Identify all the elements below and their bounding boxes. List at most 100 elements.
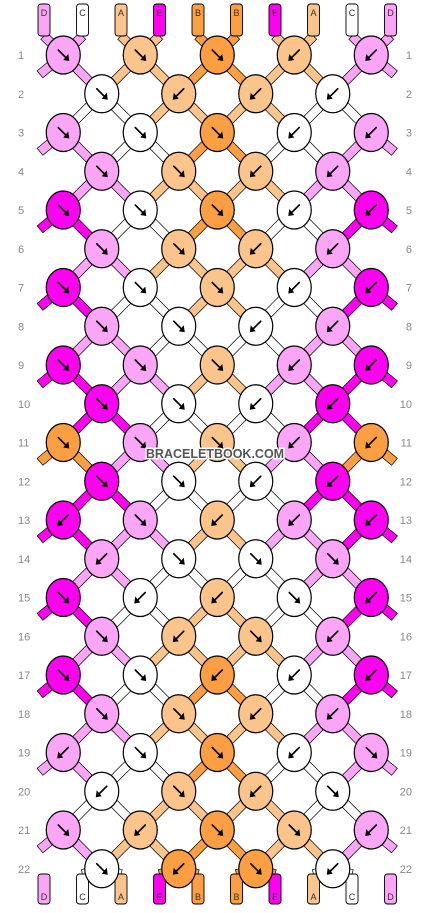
- knot: [276, 500, 312, 540]
- row-number-left: 8: [18, 321, 24, 333]
- arrow-head: [365, 829, 372, 836]
- knot: [84, 771, 120, 811]
- knot: [84, 151, 120, 191]
- knot: [238, 461, 274, 501]
- knot: [353, 422, 389, 463]
- arrow-head: [211, 596, 218, 604]
- string-letter: E: [156, 892, 162, 902]
- knot: [45, 190, 81, 230]
- arrow-head: [217, 131, 224, 139]
- knot: [315, 229, 351, 269]
- row-number-right: 1: [406, 50, 412, 62]
- knot: [276, 655, 312, 695]
- arrow-head: [101, 867, 108, 875]
- arrow-head: [365, 131, 372, 139]
- row-number-left: 3: [18, 128, 24, 140]
- knot: [161, 694, 197, 734]
- arrow-head: [326, 867, 333, 875]
- arrow-head: [294, 829, 301, 836]
- arrow-head: [211, 674, 218, 681]
- row-number-left: 6: [18, 244, 24, 256]
- row-number-right: 3: [406, 128, 412, 140]
- knot: [122, 35, 158, 75]
- bottom-string-4: B: [191, 873, 205, 905]
- arrow-head: [63, 54, 70, 61]
- bottom-string-9: D: [384, 873, 397, 905]
- arrow-head: [217, 286, 224, 294]
- arrow-head: [140, 364, 147, 371]
- arrow-head: [63, 674, 70, 681]
- arrow-head: [288, 131, 295, 139]
- knot: [45, 422, 81, 463]
- knot: [199, 112, 235, 153]
- knot: [238, 306, 274, 346]
- arrow-head: [326, 325, 333, 333]
- knot: [84, 74, 120, 114]
- arrow-head: [101, 635, 108, 643]
- knot: [353, 267, 389, 308]
- arrow-head: [217, 751, 224, 759]
- row-number-right: 21: [400, 825, 412, 837]
- site-watermark: BRACELETBOOK.COM: [146, 447, 284, 461]
- knot: [161, 771, 197, 811]
- arrow-head: [332, 790, 339, 798]
- row-number-right: 2: [406, 89, 412, 101]
- arrow-head: [294, 596, 301, 604]
- top-string-5: B: [230, 3, 243, 37]
- row-number-left: 5: [18, 205, 24, 217]
- arrow-head: [249, 790, 256, 798]
- knot: [315, 461, 351, 501]
- string-letter: C: [349, 892, 356, 902]
- row-number-left: 10: [18, 399, 30, 411]
- knot: [315, 151, 351, 191]
- row-number-left: 22: [18, 864, 30, 876]
- arrow-head: [101, 402, 108, 410]
- row-number-left: 16: [18, 631, 30, 643]
- knot: [45, 655, 81, 695]
- string-letter: A: [118, 8, 124, 18]
- row-number-left: 17: [18, 670, 30, 682]
- knot: [122, 422, 158, 463]
- knot: [122, 577, 158, 618]
- arrow-head: [95, 790, 102, 798]
- knot: [315, 694, 351, 734]
- row-number-left: 11: [18, 438, 29, 450]
- knot: [161, 384, 197, 424]
- arrow-head: [63, 364, 70, 371]
- knot: [315, 849, 351, 889]
- knot: [199, 35, 235, 75]
- knot: [45, 810, 81, 850]
- knot: [276, 112, 312, 153]
- top-string-6: E: [268, 3, 282, 37]
- arrow-head: [249, 712, 256, 720]
- row-number-right: 12: [400, 476, 412, 488]
- arrow-head: [288, 364, 295, 371]
- row-number-right: 10: [400, 399, 412, 411]
- knot: [353, 500, 389, 540]
- knot: [238, 229, 274, 269]
- knot: [84, 229, 120, 269]
- row-number-right: 13: [400, 515, 412, 527]
- arrow-head: [288, 674, 295, 681]
- arrow-head: [140, 286, 147, 294]
- arrow-head: [217, 364, 224, 371]
- arrow-head: [217, 209, 224, 216]
- arrow-head: [255, 867, 262, 875]
- row-number-right: 17: [400, 670, 412, 682]
- arrow-head: [57, 751, 64, 759]
- top-string-4: B: [191, 3, 205, 37]
- bottom-string-8: C: [345, 873, 359, 905]
- row-number-right: 11: [401, 438, 412, 450]
- string-letter: C: [349, 8, 356, 18]
- knot: [161, 306, 197, 346]
- knot: [122, 810, 158, 850]
- knot: [161, 151, 197, 191]
- arrow-head: [95, 557, 102, 565]
- top-string-1: C: [76, 3, 89, 37]
- knot: [315, 306, 351, 346]
- string-letter: E: [272, 892, 278, 902]
- string-letter: C: [79, 8, 86, 18]
